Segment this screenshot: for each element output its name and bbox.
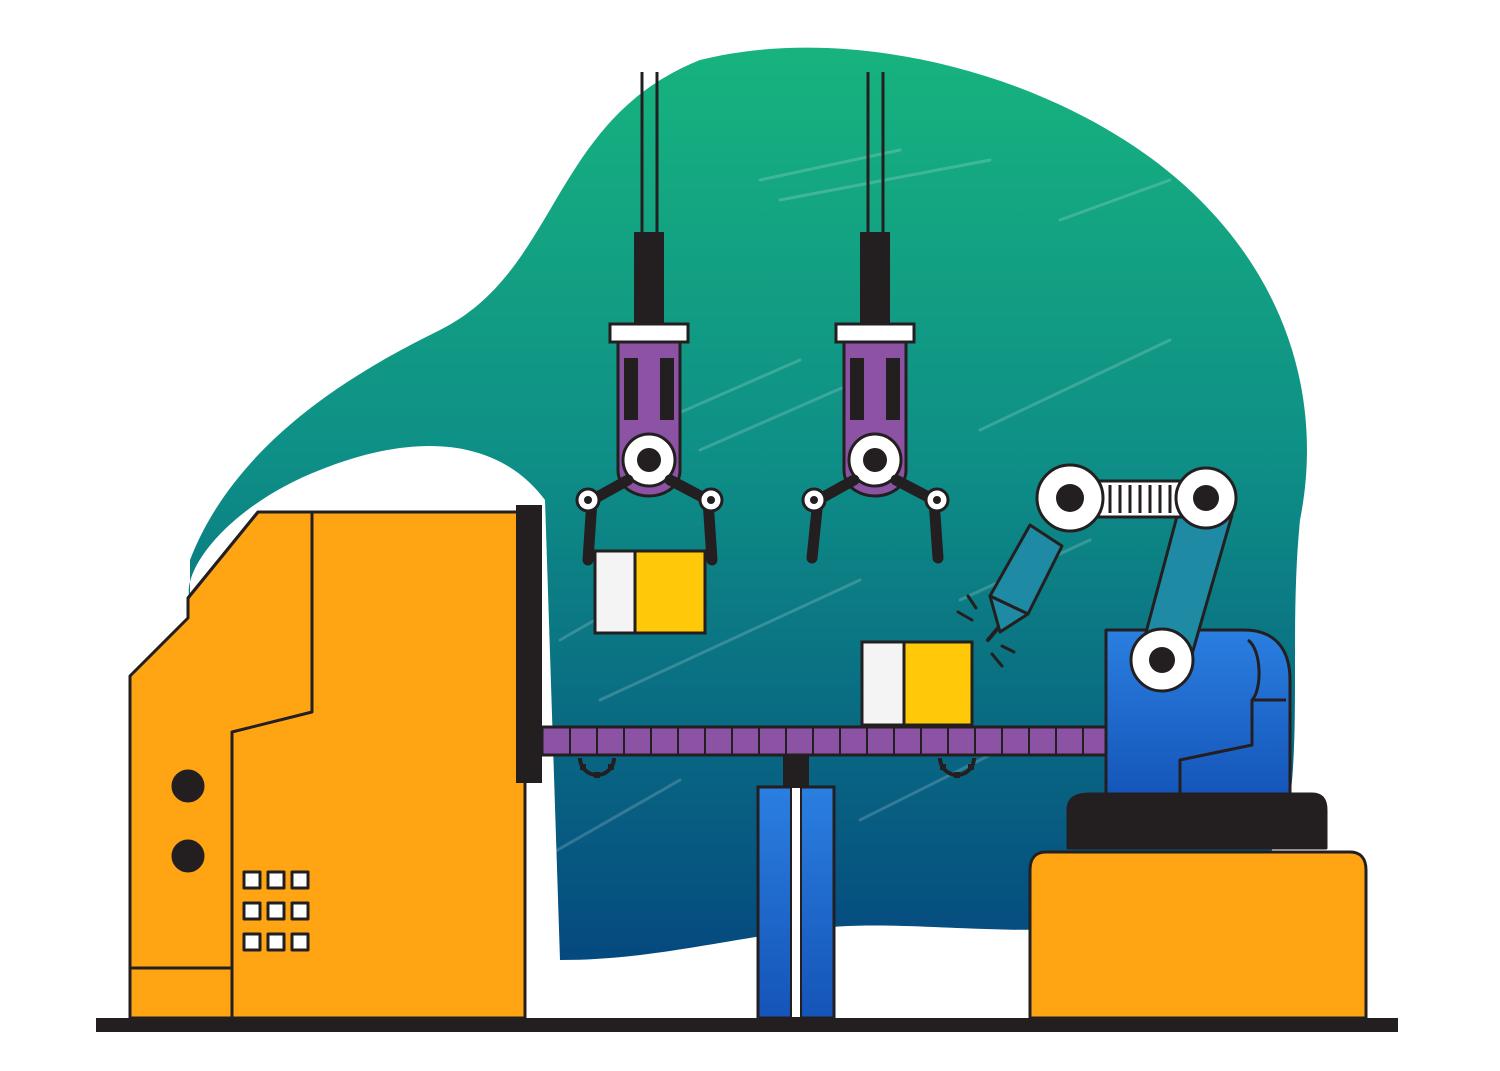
machine-door-edge xyxy=(516,505,542,783)
gear-teeth xyxy=(580,764,974,778)
hydraulic-support-icon xyxy=(756,755,836,1020)
conveyor-belt-icon xyxy=(540,725,1108,757)
ground-line xyxy=(96,1018,1398,1032)
hanging-gripper-icon xyxy=(801,72,950,564)
robotic-arm-icon xyxy=(956,463,1238,693)
hanging-gripper-icon xyxy=(575,72,724,566)
keypad xyxy=(242,870,310,952)
cardboard-box-icon xyxy=(593,549,707,635)
cardboard-box-icon xyxy=(860,640,974,727)
cnc-machine-icon xyxy=(128,510,527,1020)
